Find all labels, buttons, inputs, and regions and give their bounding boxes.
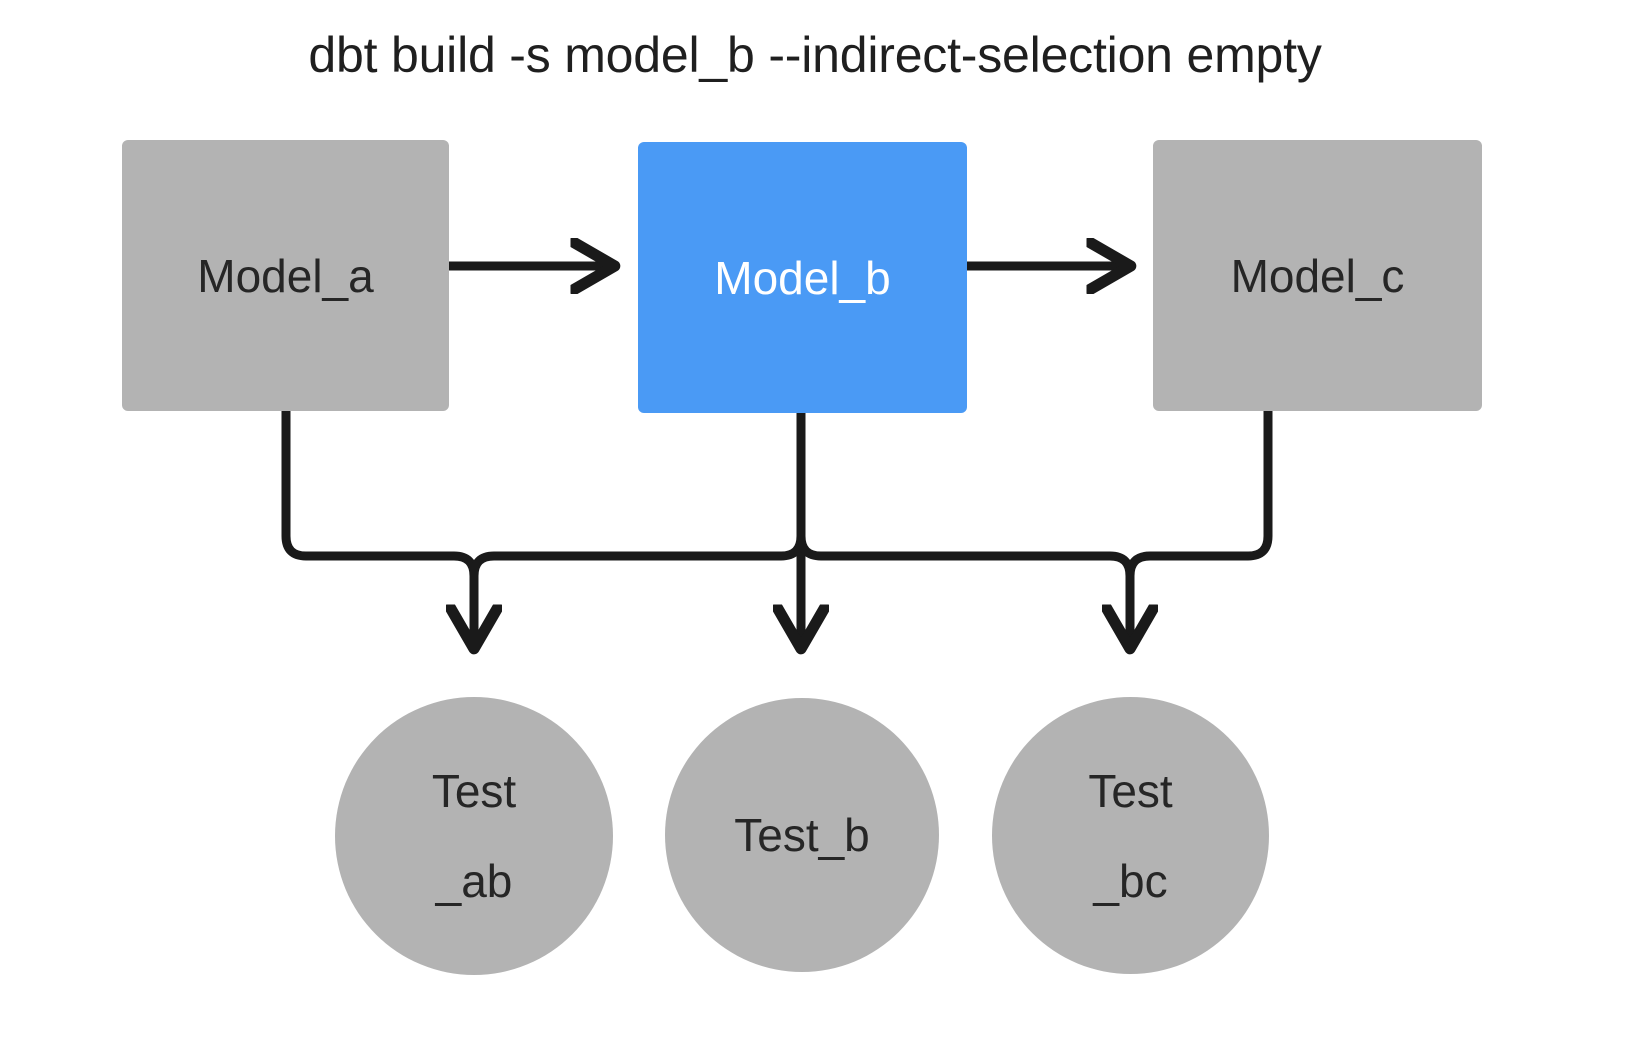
node-test-b-label: Test_b bbox=[734, 809, 870, 861]
node-test-ab-label-line1: Test bbox=[431, 765, 517, 817]
node-test-ab-label: Test _ab bbox=[432, 762, 516, 910]
edge-model-b-to-test-ab bbox=[469, 413, 806, 646]
edge-model-b-to-test-bc bbox=[796, 413, 1135, 646]
node-test-ab-label-line2: _ab bbox=[435, 855, 513, 907]
edge-model-c-to-test-bc bbox=[1130, 411, 1273, 646]
node-test-bc[interactable]: Test _bc bbox=[992, 697, 1269, 974]
node-test-ab[interactable]: Test _ab bbox=[335, 697, 613, 975]
node-model-a[interactable]: Model_a bbox=[122, 140, 449, 411]
node-model-b-label: Model_b bbox=[714, 251, 891, 304]
node-model-c-label: Model_c bbox=[1230, 249, 1405, 302]
node-test-bc-label-line1: Test bbox=[1088, 764, 1173, 817]
node-test-bc-label: Test _bc bbox=[1088, 762, 1172, 910]
edge-model-a-to-test-ab bbox=[281, 411, 474, 646]
node-test-b[interactable]: Test_b bbox=[665, 698, 939, 972]
node-test-bc-label-line2: _bc bbox=[1093, 854, 1168, 907]
node-model-b[interactable]: Model_b bbox=[638, 142, 967, 413]
diagram-title: dbt build -s model_b --indirect-selectio… bbox=[308, 27, 1322, 83]
node-model-a-label: Model_a bbox=[197, 249, 374, 302]
node-model-c[interactable]: Model_c bbox=[1153, 140, 1482, 411]
